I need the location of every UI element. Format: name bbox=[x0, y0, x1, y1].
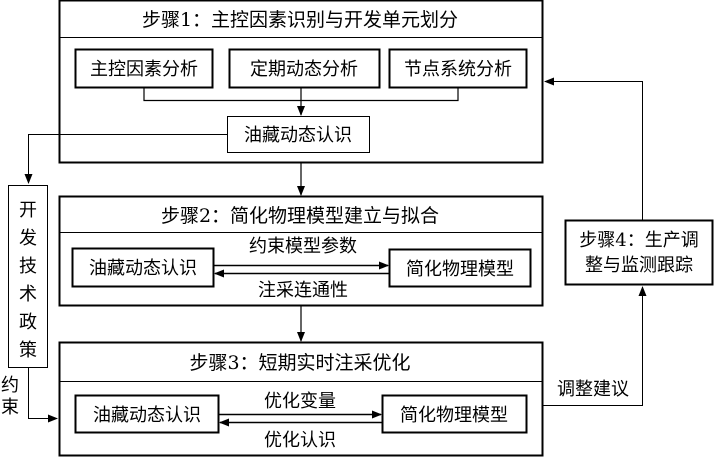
step4-box[interactable]: 步骤4：生产调 整与监测跟踪 bbox=[564, 219, 714, 286]
policy-char: 政 bbox=[19, 312, 37, 333]
forward-label-step3: 优化变量 bbox=[264, 391, 336, 412]
simplified-model-label: 简化物理模型 bbox=[406, 259, 514, 280]
step1-panel: 步骤1：主控因素识别与开发单元划分 主控因素分析 定期动态分析 节点系统分析 油… bbox=[58, 0, 544, 164]
step2-panel: 步骤2：简化物理模型建立与拟合 油藏动态认识 简化物理模型 约束模型参数 注采连… bbox=[58, 195, 544, 307]
analysis-box-nodal-system[interactable]: 节点系统分析 bbox=[388, 48, 528, 89]
step4-title-line1: 步骤4：生产调 bbox=[579, 230, 698, 251]
analysis-box-label: 定期动态分析 bbox=[250, 59, 358, 80]
backward-label-step2: 注采连通性 bbox=[258, 280, 348, 301]
simplified-model-box-step2[interactable]: 简化物理模型 bbox=[388, 248, 532, 288]
policy-char: 开 bbox=[19, 200, 37, 221]
step4-to-step1-arrow bbox=[544, 77, 643, 220]
analysis-box-label: 节点系统分析 bbox=[404, 59, 512, 80]
development-policy-box[interactable]: 开 发 技 术 政 策 bbox=[8, 185, 48, 368]
analysis-box-label: 主控因素分析 bbox=[90, 59, 198, 80]
analysis-box-main-factors[interactable]: 主控因素分析 bbox=[74, 48, 214, 89]
policy-char: 术 bbox=[19, 284, 37, 305]
constraint-char: 束 bbox=[1, 397, 19, 418]
policy-char: 技 bbox=[19, 256, 37, 277]
reservoir-dynamic-label: 油藏动态认识 bbox=[93, 405, 201, 426]
reservoir-dynamic-box-step2[interactable]: 油藏动态认识 bbox=[71, 247, 215, 288]
step2-title: 步骤2：简化物理模型建立与拟合 bbox=[161, 205, 439, 227]
adjustment-suggestion-label: 调整建议 bbox=[557, 379, 629, 400]
constraint-char: 约 bbox=[1, 375, 19, 396]
policy-char: 策 bbox=[19, 340, 37, 361]
reservoir-dynamic-label: 油藏动态认识 bbox=[89, 258, 197, 279]
simplified-model-label: 简化物理模型 bbox=[400, 405, 508, 426]
adjustment-arrow bbox=[543, 286, 647, 406]
reservoir-dynamic-label: 油藏动态认识 bbox=[244, 125, 352, 146]
backward-label-step3: 优化认识 bbox=[264, 430, 336, 451]
analysis-box-periodic-dynamic[interactable]: 定期动态分析 bbox=[228, 48, 381, 89]
constraint-arrow bbox=[28, 368, 58, 423]
policy-char: 发 bbox=[19, 228, 37, 249]
reservoir-dynamic-box-step1[interactable]: 油藏动态认识 bbox=[227, 116, 370, 153]
step3-panel: 步骤3：短期实时注采优化 油藏动态认识 简化物理模型 优化变量 优化认识 bbox=[58, 341, 544, 457]
step1-title: 步骤1：主控因素识别与开发单元划分 bbox=[142, 9, 458, 31]
step4-title-line2: 整与监测跟踪 bbox=[585, 255, 693, 276]
simplified-model-box-step3[interactable]: 简化物理模型 bbox=[381, 394, 528, 434]
to-policy-arrow bbox=[24, 134, 227, 184]
forward-label-step2: 约束模型参数 bbox=[249, 236, 357, 257]
reservoir-dynamic-box-step3[interactable]: 油藏动态认识 bbox=[74, 394, 220, 434]
step3-title: 步骤3：短期实时注采优化 bbox=[189, 352, 410, 374]
